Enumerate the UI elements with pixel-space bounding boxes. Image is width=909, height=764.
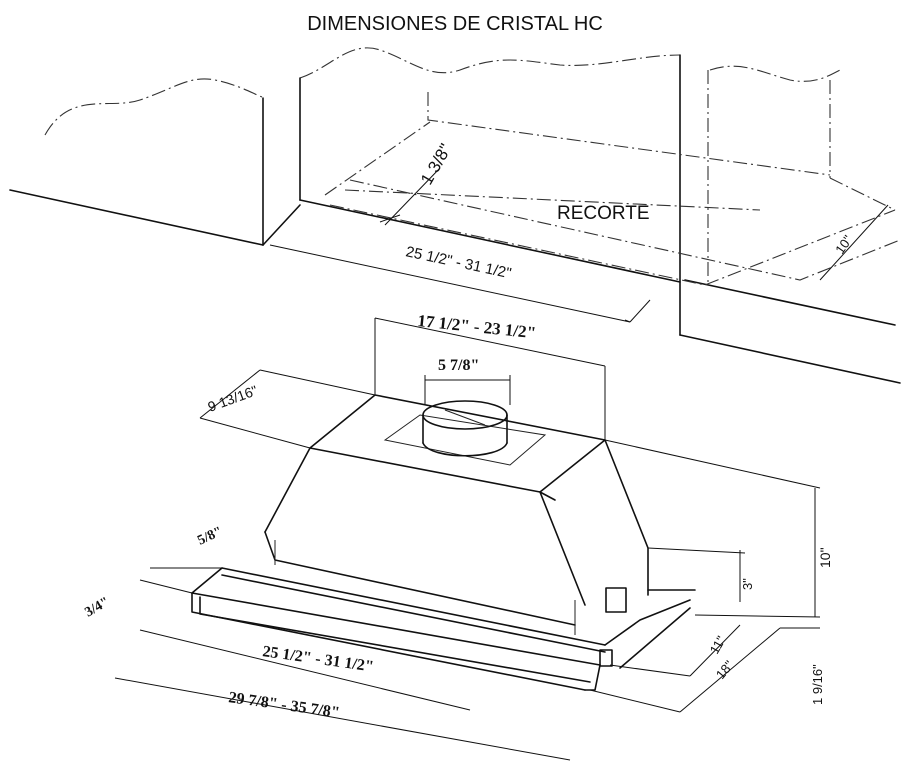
panel-thickness-label: 3/4"	[83, 595, 113, 621]
duct-diameter-label: 5 7/8"	[438, 357, 479, 374]
cabinet-width-label: 25 1/2" - 31 1/2"	[404, 243, 513, 282]
cutout-height-label: 10"	[832, 232, 855, 257]
depth-11-label: 11"	[707, 633, 729, 657]
top-depth-label: 9 13/16"	[206, 382, 260, 415]
bottom-offset-label: 1 9/16"	[810, 664, 825, 705]
diagram-title: DIMENSIONES DE CRISTAL HC	[307, 13, 603, 35]
recorte-label: RECORTE	[557, 203, 650, 224]
range-hood-drawing	[191, 394, 696, 691]
overall-width-label: 29 7/8" - 35 7/8"	[227, 689, 340, 721]
front-lip-label: 5/8"	[195, 524, 225, 548]
hood-dimension-lines	[114, 317, 821, 761]
body-width-label: 25 1/2" - 31 1/2"	[261, 643, 374, 675]
overall-height-label: 10"	[817, 547, 833, 568]
side-height-label: 3"	[740, 578, 755, 590]
cutout-depth-label: 1 3/8"	[417, 141, 455, 188]
cabinet-cutout-drawing	[9, 47, 901, 384]
top-width-label: 17 1/2" - 23 1/2"	[417, 311, 537, 342]
depth-18-label: 18"	[713, 657, 737, 682]
